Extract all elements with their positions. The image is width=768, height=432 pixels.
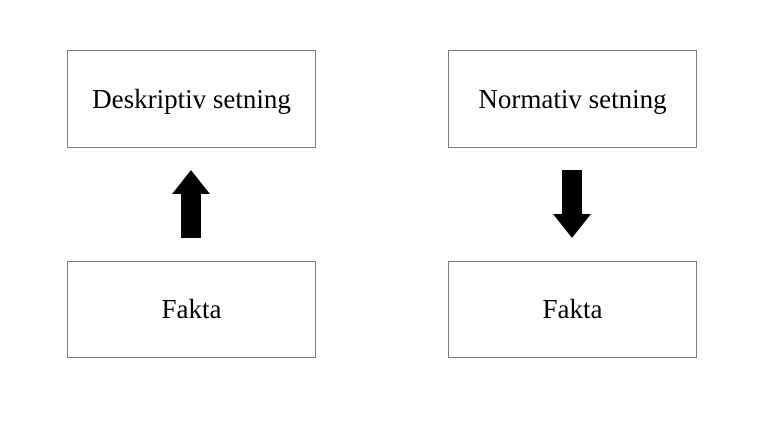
normative-sentence-box: Normativ setning [448, 50, 697, 148]
arrow-up-icon [172, 170, 210, 238]
arrow-down-icon [553, 170, 591, 238]
descriptive-sentence-box: Deskriptiv setning [67, 50, 316, 148]
right-facts-label: Fakta [542, 294, 603, 324]
left-facts-box: Fakta [67, 261, 316, 358]
right-facts-box: Fakta [448, 261, 697, 358]
normative-sentence-label: Normativ setning [478, 83, 667, 114]
descriptive-sentence-label: Deskriptiv setning [92, 83, 291, 114]
left-facts-label: Fakta [161, 294, 222, 324]
